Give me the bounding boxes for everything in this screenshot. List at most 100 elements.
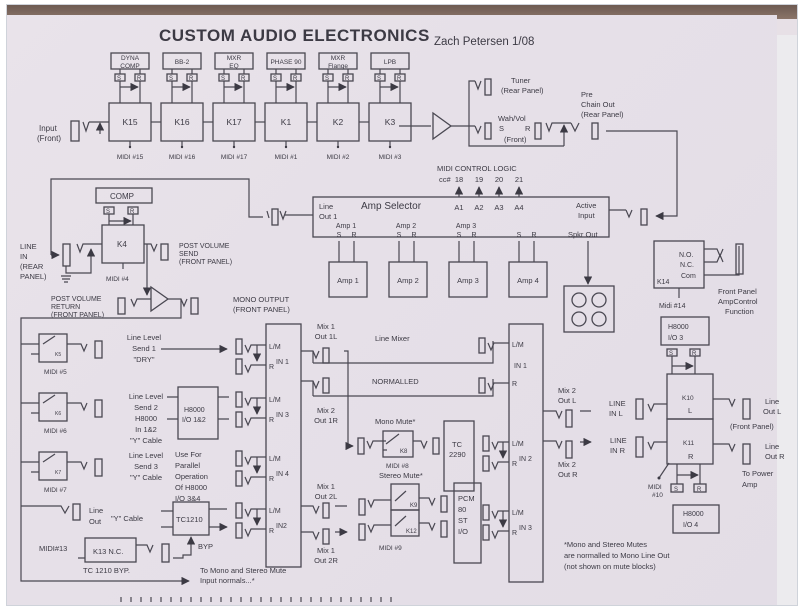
byp-label: BYP [198,542,213,551]
h8000-io4-return-box [693,483,707,493]
effect-box [370,52,410,70]
mono-output-jack[interactable] [190,297,199,315]
h8000-io4-box [672,504,720,534]
send-jack[interactable] [94,340,103,359]
amp-select-input: A3 [494,203,503,212]
effect-label: MXR [331,55,346,62]
y-cable-label: "Y" Cable [111,514,143,523]
speaker-cabinet-icon [563,285,615,333]
mix1-r-label: R [269,528,274,535]
amp-2[interactable] [388,261,428,298]
mix1-lm-jack[interactable] [235,450,243,467]
mix1-lm-jack[interactable] [235,338,243,355]
midi-label: MIDI #2 [327,154,350,161]
send-label: S [325,76,329,82]
relay-k11[interactable] [666,418,714,465]
amp-label: Amp 4 [517,276,539,285]
wah-return-jack[interactable] [534,122,542,140]
mix1-out-jack[interactable] [322,347,330,364]
relay-k8[interactable] [382,430,414,458]
mix1-lm-jack[interactable] [235,391,243,408]
mix2-in2-r-jack[interactable] [482,455,490,472]
amp-return-label: R [471,232,476,239]
mix1-lm-label: L/M [269,456,281,463]
post-volume-send-jack[interactable] [160,243,169,261]
mix1-out-jack[interactable] [322,528,330,545]
tc1210-bypass-caption: TC 1210 BYP. [83,566,130,575]
stereo-mute-label: Stereo Mute* [379,471,423,480]
send-description: Line Level [129,392,164,401]
mix1-r-jack[interactable] [235,522,243,539]
amp-3[interactable] [448,261,488,298]
relay-k8-label: K8 [400,449,408,455]
mix2-in2-lm-jack[interactable] [482,435,490,452]
post-volume-return-jack[interactable] [117,297,126,315]
amp-control-jack[interactable] [735,243,744,275]
effect-box [318,52,358,70]
h8000-io4-send-box [670,483,684,493]
k14-com-label: Com [681,273,696,280]
relay-label: K1 [281,117,292,127]
relay-k13[interactable] [84,537,137,563]
send-jack[interactable] [94,399,103,418]
relay-k6[interactable] [38,392,68,422]
stereo-mute-out-r-jack[interactable] [440,520,448,538]
input-label: Input [39,124,58,133]
line-out-r-jack[interactable] [742,443,751,465]
pcm80-label-4: I/O [458,527,468,536]
line-out-l-jack[interactable] [742,398,751,420]
pre-chain-label-2: Chain Out [581,100,616,109]
mix1-r-jack[interactable] [235,358,243,375]
line-in-l-jack[interactable] [635,398,644,420]
amp-1[interactable] [328,261,368,298]
amp-4[interactable] [508,261,548,298]
line-out-jack[interactable] [72,503,81,521]
line-in-r-jack[interactable] [635,436,644,458]
k13-output-jack[interactable] [161,543,170,563]
amp-label: Amp 3 [457,276,479,285]
h8000-io3-box [660,316,710,346]
relay-k13-label: K13 N.C. [93,547,123,556]
line-in-label-3: (REAR [20,262,44,271]
mix2-in1-jack[interactable] [478,337,486,354]
line-in-rear-jack[interactable] [62,243,71,267]
active-input-jack[interactable] [640,208,648,226]
send-jack[interactable] [94,458,103,477]
mix1-r-jack[interactable] [235,411,243,428]
stereo-mute-in-r-jack[interactable] [358,523,366,541]
line-in-label: LINE [20,242,37,251]
tuner-label-sub: (Rear Panel) [501,86,544,95]
line-out-1-jack[interactable] [271,208,279,226]
amp-selector-box [312,196,610,238]
relay-k5[interactable] [38,333,68,363]
mix2-r-label: R [512,530,517,537]
effect-label-2: COMP [120,63,140,70]
mix2-in1-jack[interactable] [478,377,486,394]
mono-mute-out-jack[interactable] [432,437,440,455]
mono-mute-in-jack[interactable] [357,437,365,455]
relay-k7[interactable] [38,451,68,481]
mix1-out-jack[interactable] [322,377,330,394]
mix1-out-jack[interactable] [322,502,330,519]
pre-chain-out-jack[interactable] [591,122,599,140]
mix2-out-l-jack[interactable] [565,409,573,428]
effect-label: BB-2 [175,59,190,66]
mix1-lm-jack[interactable] [235,502,243,519]
midi-9-label: MIDI #9 [379,545,402,552]
mix2-in3-r-jack[interactable] [482,524,490,541]
send-description: Line Level [127,333,162,342]
schematic-photo: CUSTOM AUDIO ELECTRONICS Zach Petersen 1… [6,4,798,606]
mix2-in3-lm-jack[interactable] [482,504,490,521]
input-jack[interactable] [70,120,80,142]
tc2290-label: TC [452,440,463,449]
tuner-jack[interactable] [484,78,492,96]
mix1-r-jack[interactable] [235,470,243,487]
stereo-mute-in-l-jack[interactable] [358,498,366,516]
wah-send-jack[interactable] [484,122,492,140]
relay-label: K15 [122,117,137,127]
stereo-mute-out-l-jack[interactable] [440,495,448,513]
line-out-r-label: Line [765,442,779,451]
amp-label: Amp 2 [397,276,419,285]
mix2-out-r-jack[interactable] [565,440,573,459]
